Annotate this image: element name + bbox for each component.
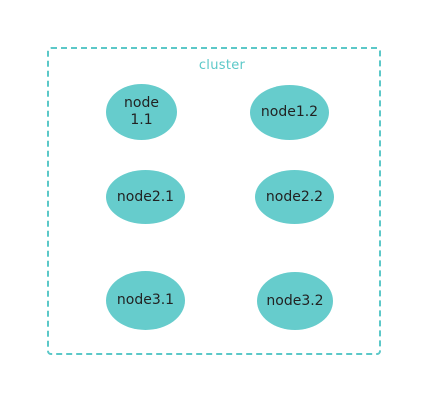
node-2-2[interactable]: node2.2	[255, 170, 334, 224]
cluster-container	[47, 47, 381, 355]
node-3-1[interactable]: node3.1	[106, 271, 185, 330]
cluster-label: cluster	[198, 58, 246, 73]
node-label: node1.1	[124, 95, 159, 128]
node-2-1[interactable]: node2.1	[106, 170, 185, 224]
node-label: node2.1	[116, 188, 175, 205]
node-1-1[interactable]: node1.1	[106, 84, 177, 140]
node-label: node1.2	[260, 104, 319, 120]
node-label: node3.1	[116, 292, 175, 308]
node-1-2[interactable]: node1.2	[250, 85, 329, 140]
node-label: node2.2	[265, 188, 324, 205]
node-label: node3.2	[266, 292, 324, 309]
node-3-2[interactable]: node3.2	[257, 272, 333, 330]
